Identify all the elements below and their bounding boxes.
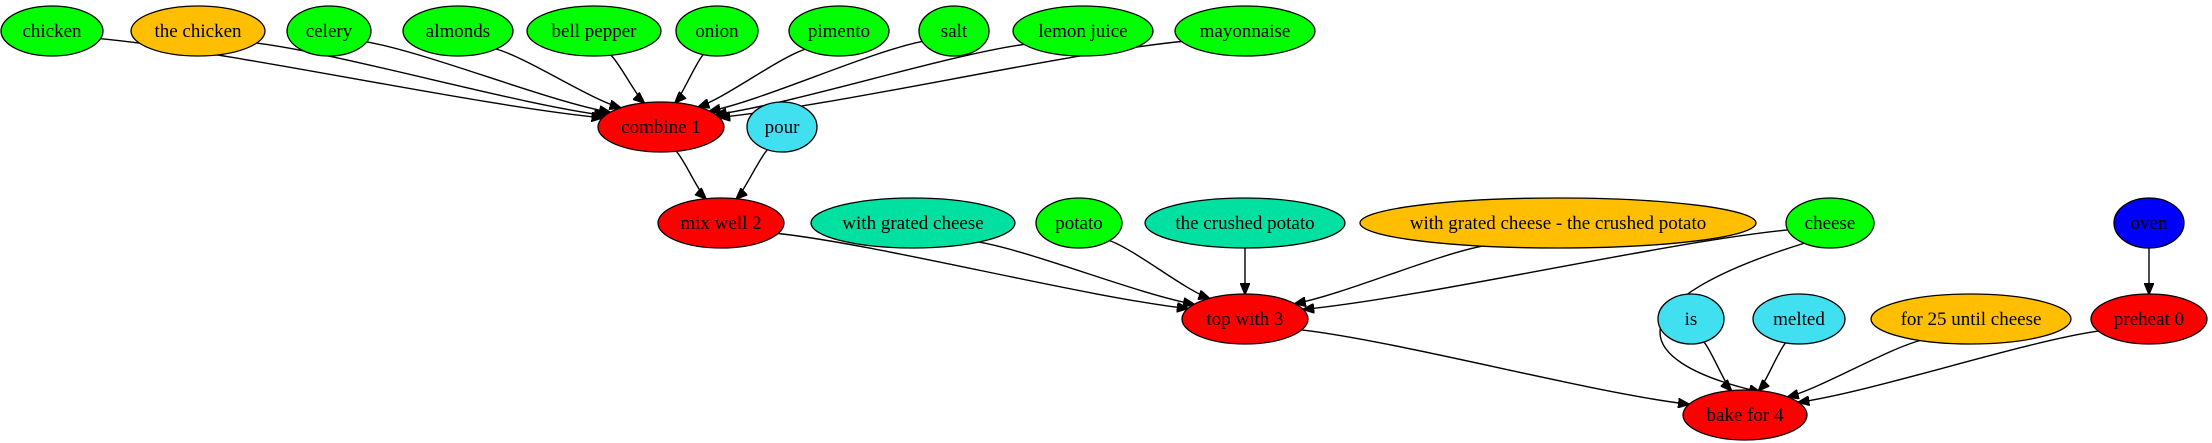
node-ellipse	[1181, 293, 1309, 345]
node-ellipse	[597, 101, 725, 153]
node-label: almonds	[426, 21, 490, 42]
node-ellipse	[0, 5, 104, 57]
edges-layer	[100, 38, 2149, 405]
node-cheese: cheese	[1785, 197, 1875, 249]
node-combine-1: combine 1	[597, 101, 725, 153]
node-chicken: chicken	[0, 5, 104, 57]
node-ellipse	[788, 5, 890, 57]
node-with-grated-cheese-crushed: with grated cheese - the crushed potato	[1359, 197, 1757, 249]
edge-onion-to-combine-1	[675, 54, 704, 103]
node-salt: salt	[918, 5, 990, 57]
node-melted: melted	[1752, 293, 1846, 345]
edge-mix-well-2-to-top-with-3	[778, 232, 1188, 309]
node-label: for 25 until cheese	[1901, 309, 2042, 330]
node-label: top with 3	[1206, 309, 1283, 330]
node-pimento: pimento	[788, 5, 890, 57]
node-for-25: for 25 until cheese	[1870, 293, 2072, 345]
edge-preheat-0-to-bake-for-4	[1798, 330, 2099, 402]
node-ellipse	[2090, 293, 2208, 345]
node-label: celery	[306, 21, 353, 42]
node-label: combine 1	[621, 117, 701, 138]
edge-for-25-to-bake-for-4	[1788, 339, 1921, 397]
edge-salt-to-combine-1	[710, 40, 923, 111]
node-label: salt	[941, 21, 968, 42]
edge-combine-1-to-mix-well-2	[675, 150, 706, 198]
node-bake-for-4: bake for 4	[1682, 389, 1808, 441]
node-ellipse	[1870, 293, 2072, 345]
node-almonds: almonds	[402, 5, 514, 57]
node-ellipse	[286, 5, 372, 57]
node-ellipse	[675, 5, 759, 57]
node-label: chicken	[22, 21, 82, 42]
edge-celery-to-combine-1	[366, 41, 610, 112]
node-ellipse	[1682, 389, 1808, 441]
node-celery: celery	[286, 5, 372, 57]
node-ellipse	[1035, 197, 1123, 249]
node-lemon-juice: lemon juice	[1012, 5, 1154, 57]
edge-lemon-juice-to-combine-1	[716, 43, 1025, 114]
edge-is-to-bake-for-4	[1703, 341, 1731, 391]
node-mayonnaise: mayonnaise	[1174, 5, 1316, 57]
node-label: with grated cheese	[842, 213, 983, 234]
edge-the-chicken-to-combine-1	[256, 42, 606, 115]
node-ellipse	[1174, 5, 1316, 57]
node-onion: onion	[675, 5, 759, 57]
node-label: the crushed potato	[1175, 213, 1314, 234]
node-preheat-0: preheat 0	[2090, 293, 2208, 345]
node-label: bell pepper	[552, 21, 638, 42]
node-label: with grated cheese - the crushed potato	[1410, 213, 1707, 234]
node-ellipse	[1752, 293, 1846, 345]
node-the-crushed-potato: the crushed potato	[1144, 197, 1346, 249]
node-label: pour	[765, 117, 801, 138]
edge-pour-to-mix-well-2	[736, 149, 769, 199]
edge-with-grated-cheese-crushed-to-top-with-3	[1295, 245, 1483, 304]
edge-melted-to-bake-for-4	[1759, 342, 1787, 391]
edge-top-with-3-to-bake-for-4	[1301, 329, 1689, 404]
node-mix-well-2: mix well 2	[657, 197, 785, 249]
node-with-grated-cheese: with grated cheese	[810, 197, 1016, 249]
node-ellipse	[130, 5, 266, 57]
node-label: cheese	[1805, 213, 1856, 234]
node-is: is	[1657, 293, 1725, 345]
edge-pimento-to-combine-1	[698, 48, 806, 107]
node-label: is	[1685, 309, 1698, 330]
nodes-layer: chicken the chicken celery almonds bell pepp…	[0, 5, 2208, 441]
node-top-with-3: top with 3	[1181, 293, 1309, 345]
edge-potato-to-top-with-3	[1109, 239, 1210, 299]
node-ellipse	[918, 5, 990, 57]
node-label: oven	[2131, 213, 2168, 234]
node-ellipse	[1359, 197, 1757, 249]
edge-bell-pepper-to-combine-1	[610, 54, 644, 103]
node-label: bake for 4	[1706, 405, 1784, 426]
node-ellipse	[2113, 197, 2185, 249]
node-label: onion	[695, 21, 739, 42]
node-ellipse	[657, 197, 785, 249]
edge-almonds-to-combine-1	[495, 48, 620, 108]
node-label: mayonnaise	[1200, 21, 1291, 42]
node-the-chicken: the chicken	[130, 5, 266, 57]
node-label: lemon juice	[1038, 21, 1127, 42]
node-ellipse	[1785, 197, 1875, 249]
node-label: preheat 0	[2114, 309, 2184, 330]
node-ellipse	[402, 5, 514, 57]
node-label: potato	[1055, 213, 1103, 234]
node-label: pimento	[808, 21, 870, 42]
node-bell-pepper: bell pepper	[526, 5, 662, 57]
node-oven: oven	[2113, 197, 2185, 249]
edge-cheese-to-top-with-3	[1303, 229, 1788, 310]
node-ellipse	[746, 101, 818, 153]
node-ellipse	[1012, 5, 1154, 57]
node-ellipse	[1144, 197, 1346, 249]
node-label: the chicken	[154, 21, 242, 42]
edge-with-grated-cheese-to-top-with-3	[978, 241, 1194, 304]
node-ellipse	[1657, 293, 1725, 345]
node-pour: pour	[746, 101, 818, 153]
node-label: melted	[1773, 309, 1825, 330]
node-label: mix well 2	[680, 213, 761, 234]
node-ellipse	[526, 5, 662, 57]
node-ellipse	[810, 197, 1016, 249]
node-potato: potato	[1035, 197, 1123, 249]
